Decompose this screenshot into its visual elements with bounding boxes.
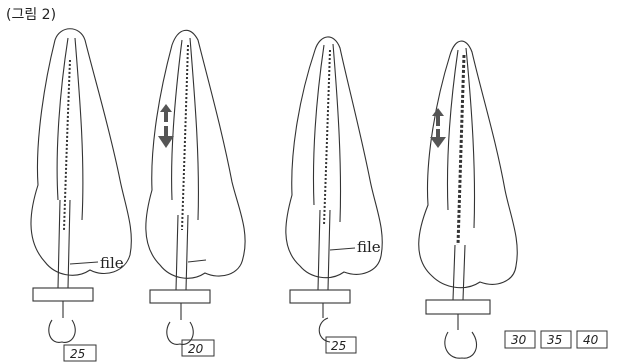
root-canal-line	[324, 50, 330, 225]
tooth-inner-line	[447, 48, 474, 228]
tooth-diagram-1	[31, 29, 131, 343]
file-label-1: file	[100, 254, 124, 272]
file-shaft	[453, 245, 465, 300]
root-canal-line	[458, 55, 464, 245]
tooth-diagram-4	[419, 41, 518, 358]
file-pointer-line	[188, 260, 206, 262]
size-label-4b: 35	[547, 333, 562, 347]
file-loop	[445, 332, 477, 358]
file-handle	[150, 290, 210, 303]
tooth-diagram-3	[286, 37, 382, 342]
root-canal-line	[64, 60, 70, 230]
size-label-1: 25	[70, 347, 85, 361]
tooth-outline	[419, 41, 518, 288]
up-down-arrow-icon	[158, 104, 174, 148]
file-handle	[426, 300, 490, 314]
file-loop	[319, 318, 330, 342]
file-pointer-line	[330, 248, 355, 250]
root-canal-line	[182, 45, 188, 230]
tooth-outline	[31, 29, 131, 276]
size-label-4a: 30	[511, 333, 527, 347]
tooth-outline	[146, 30, 245, 278]
tooth-inner-line	[172, 38, 199, 220]
file-label-3: file	[357, 238, 381, 256]
size-label-2: 20	[188, 342, 204, 356]
size-box-group: 30 35 40	[505, 331, 607, 348]
tooth-diagram-2	[146, 30, 245, 344]
file-pointer-line	[70, 262, 98, 264]
size-label-4c: 40	[583, 333, 599, 347]
file-handle	[290, 290, 350, 303]
size-label-3: 25	[331, 339, 346, 353]
file-handle	[33, 288, 93, 301]
file-loop	[49, 320, 75, 342]
tooth-inner-line	[313, 44, 340, 222]
